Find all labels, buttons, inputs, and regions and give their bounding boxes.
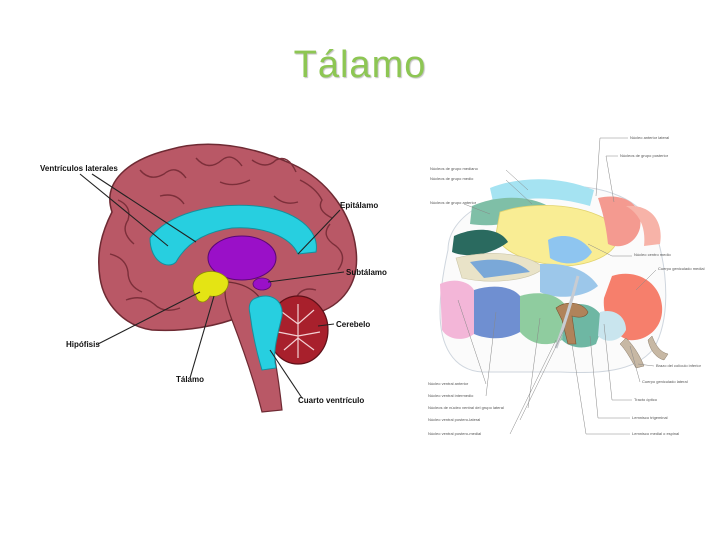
label-talamo: Tálamo — [176, 375, 204, 384]
subthalamus-shape — [252, 277, 272, 291]
nuclei-leader-lines — [457, 137, 657, 435]
label-epitalamo: Epitálamo — [340, 201, 378, 210]
cerebrum-shape — [97, 143, 358, 332]
nuclei-label-r2: Cuerpo geniculado medial — [658, 266, 705, 271]
nuclei-label-t2: Núcleos de grupo posterior — [620, 153, 669, 158]
hypophysis-shape — [192, 271, 229, 303]
thalamus-shape — [207, 235, 277, 281]
page-title: Tálamo — [293, 44, 427, 86]
nuclei-label-r7: Lemnisco medial o espinal — [632, 431, 679, 436]
label-cuarto-ventriculo: Cuarto ventrículo — [298, 396, 364, 405]
nuclei-label-t3: Núcleos de grupo mediano — [430, 166, 479, 171]
nuclei-label-b2: Núcleo ventral intermedio — [428, 393, 474, 398]
gyri-pattern — [109, 156, 344, 311]
label-hipofisis: Hipófisis — [66, 340, 100, 349]
nuclei-label-t1: Núcleo anterior lateral — [630, 135, 669, 140]
ventricle-shape — [149, 204, 317, 266]
nuclei-label-b5: Núcleo ventral postero-medial — [428, 431, 481, 436]
nuclei-label-r1: Núcleo centro medio — [634, 252, 671, 257]
label-cerebelo: Cerebelo — [336, 320, 370, 329]
nuclei-label-r5: Tracto óptico — [634, 397, 658, 402]
nuclei-label-r3: Brazo del colículo inferior — [656, 363, 702, 368]
nuclei-label-b1: Núcleo ventral anterior — [428, 381, 469, 386]
brain-sagittal-diagram — [97, 143, 358, 413]
brain-leader-lines — [79, 173, 345, 399]
nuclei-label-r4: Cuerpo geniculado lateral — [642, 379, 688, 384]
nuclei-label-r6: Lemnisco trigeminal — [632, 415, 668, 420]
nuclei-label-b4: Núcleo ventral postero-lateral — [428, 417, 480, 422]
label-subtalamo: Subtálamo — [346, 268, 387, 277]
nuclei-label-t5: Núcleos de grupo anterior — [430, 200, 477, 205]
label-ventriculos-laterales: Ventrículos laterales — [40, 164, 118, 173]
nuclei-label-b3: Núcleos de núcleo ventral del grupo late… — [428, 405, 504, 410]
nuclei-label-t4: Núcleos de grupo medio — [430, 176, 474, 181]
fourth-ventricle-shape — [248, 295, 283, 371]
